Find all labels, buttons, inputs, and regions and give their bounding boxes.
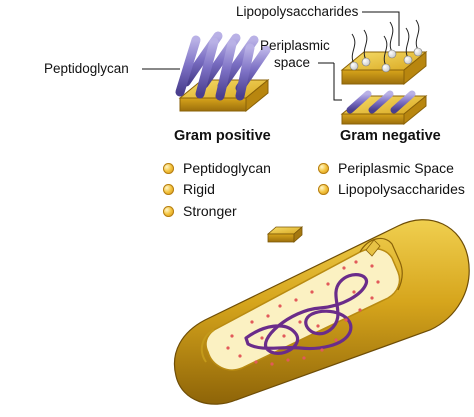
- gram-positive-trait: Stronger: [163, 203, 237, 219]
- gram-negative-wall-illustration: [340, 19, 428, 126]
- lipopolysaccharides-label: Lipopolysaccharides: [236, 4, 359, 19]
- bullet-icon: [163, 162, 174, 174]
- ribosomes: [226, 260, 380, 366]
- trait-text: Stronger: [183, 203, 237, 219]
- bullet-icon: [163, 205, 174, 217]
- bullet-icon: [163, 183, 174, 195]
- trait-text: Rigid: [183, 181, 215, 197]
- periplasmic-space-label-line1: Periplasmic: [260, 38, 330, 53]
- periplasmic-bracket: [333, 63, 342, 101]
- dna-strand: [244, 273, 369, 355]
- wall-segment-icon: [266, 226, 304, 243]
- gram-positive-trait: Peptidoglycan: [163, 160, 271, 176]
- peptidoglycan-label: Peptidoglycan: [44, 61, 129, 76]
- bullet-icon: [318, 162, 329, 174]
- trait-text: Lipopolysaccharides: [338, 181, 465, 197]
- trait-text: Periplasmic Space: [338, 160, 454, 176]
- lipopolysaccharide-molecules: [349, 19, 423, 73]
- gram-negative-trait: Lipopolysaccharides: [318, 181, 465, 197]
- rod-bacterium-illustration: [173, 219, 470, 405]
- lipopolysaccharides-leader-line: [362, 11, 400, 46]
- gram-negative-trait: Periplasmic Space: [318, 160, 454, 176]
- trait-text: Peptidoglycan: [183, 160, 271, 176]
- gram-positive-trait: Rigid: [163, 181, 215, 197]
- gram-positive-wall-illustration: [167, 31, 271, 113]
- periplasmic-space-label-line2: space: [274, 55, 311, 70]
- gram-positive-heading: Gram positive: [174, 128, 271, 144]
- gram-negative-heading: Gram negative: [340, 128, 441, 144]
- bullet-icon: [318, 183, 329, 195]
